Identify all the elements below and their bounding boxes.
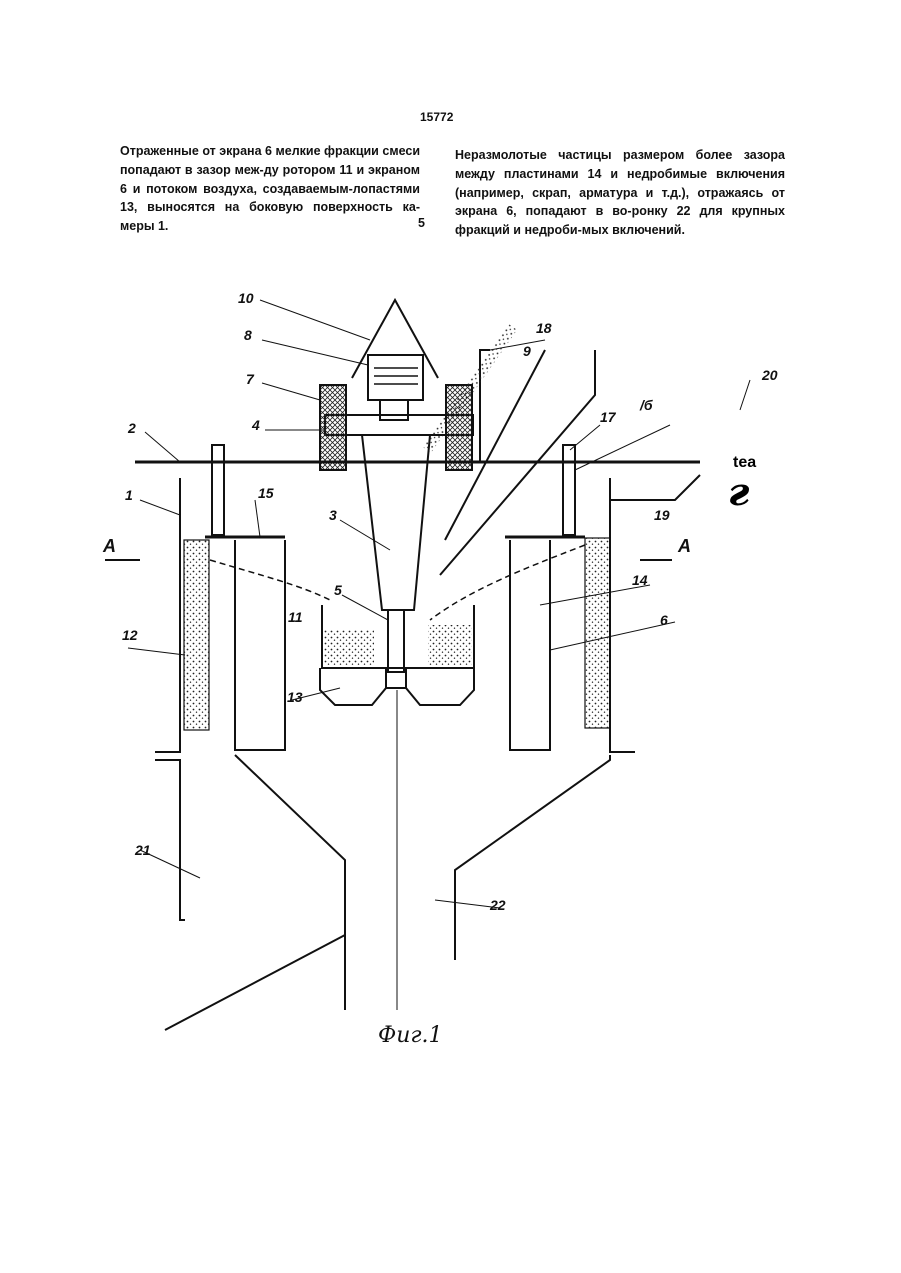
label-7: 7 bbox=[246, 371, 255, 387]
label-r: г bbox=[728, 469, 749, 514]
label-22: 22 bbox=[489, 897, 506, 913]
label-21: 21 bbox=[134, 842, 151, 858]
label-9: 9 bbox=[523, 343, 531, 359]
label-19: 19 bbox=[654, 507, 670, 523]
label-18: 18 bbox=[536, 320, 552, 336]
label-5: 5 bbox=[334, 582, 342, 598]
hood-10 bbox=[352, 300, 438, 378]
label-16: /б bbox=[639, 397, 653, 413]
label-11: 11 bbox=[288, 609, 303, 625]
label-2: 2 bbox=[127, 420, 136, 436]
section-label-left: А bbox=[102, 536, 116, 556]
bolt-right bbox=[563, 445, 575, 535]
label-1: 1 bbox=[125, 487, 133, 503]
label-13: 13 bbox=[287, 689, 303, 705]
section-label-right: А bbox=[677, 536, 691, 556]
label-4: 4 bbox=[251, 417, 260, 433]
label-15: 15 bbox=[258, 485, 274, 501]
label-14: 14 bbox=[632, 572, 648, 588]
chamber-1-left bbox=[155, 478, 180, 752]
funnel-left bbox=[235, 755, 345, 1010]
label-8: 8 bbox=[244, 327, 252, 343]
funnel-right bbox=[455, 755, 610, 960]
label-20: 20 bbox=[761, 367, 778, 383]
shaft-5 bbox=[388, 610, 404, 672]
figure-caption: Фиг.1 bbox=[378, 1023, 443, 1048]
label-3: 3 bbox=[329, 507, 337, 523]
screen-14 bbox=[510, 540, 550, 750]
label-6: 6 bbox=[660, 612, 668, 628]
bearing-7-left bbox=[320, 385, 346, 470]
blade-13-right bbox=[406, 668, 474, 705]
drawing-lines bbox=[105, 300, 750, 1030]
label-12: 12 bbox=[122, 627, 138, 643]
bolt-left bbox=[212, 445, 224, 535]
outlet-19 bbox=[610, 475, 700, 500]
screen-left bbox=[235, 540, 285, 750]
blade-13-left bbox=[320, 668, 386, 705]
label-10: 10 bbox=[238, 290, 254, 306]
chamber-right bbox=[610, 478, 635, 752]
block-8 bbox=[368, 355, 423, 400]
label-17: 17 bbox=[600, 409, 617, 425]
